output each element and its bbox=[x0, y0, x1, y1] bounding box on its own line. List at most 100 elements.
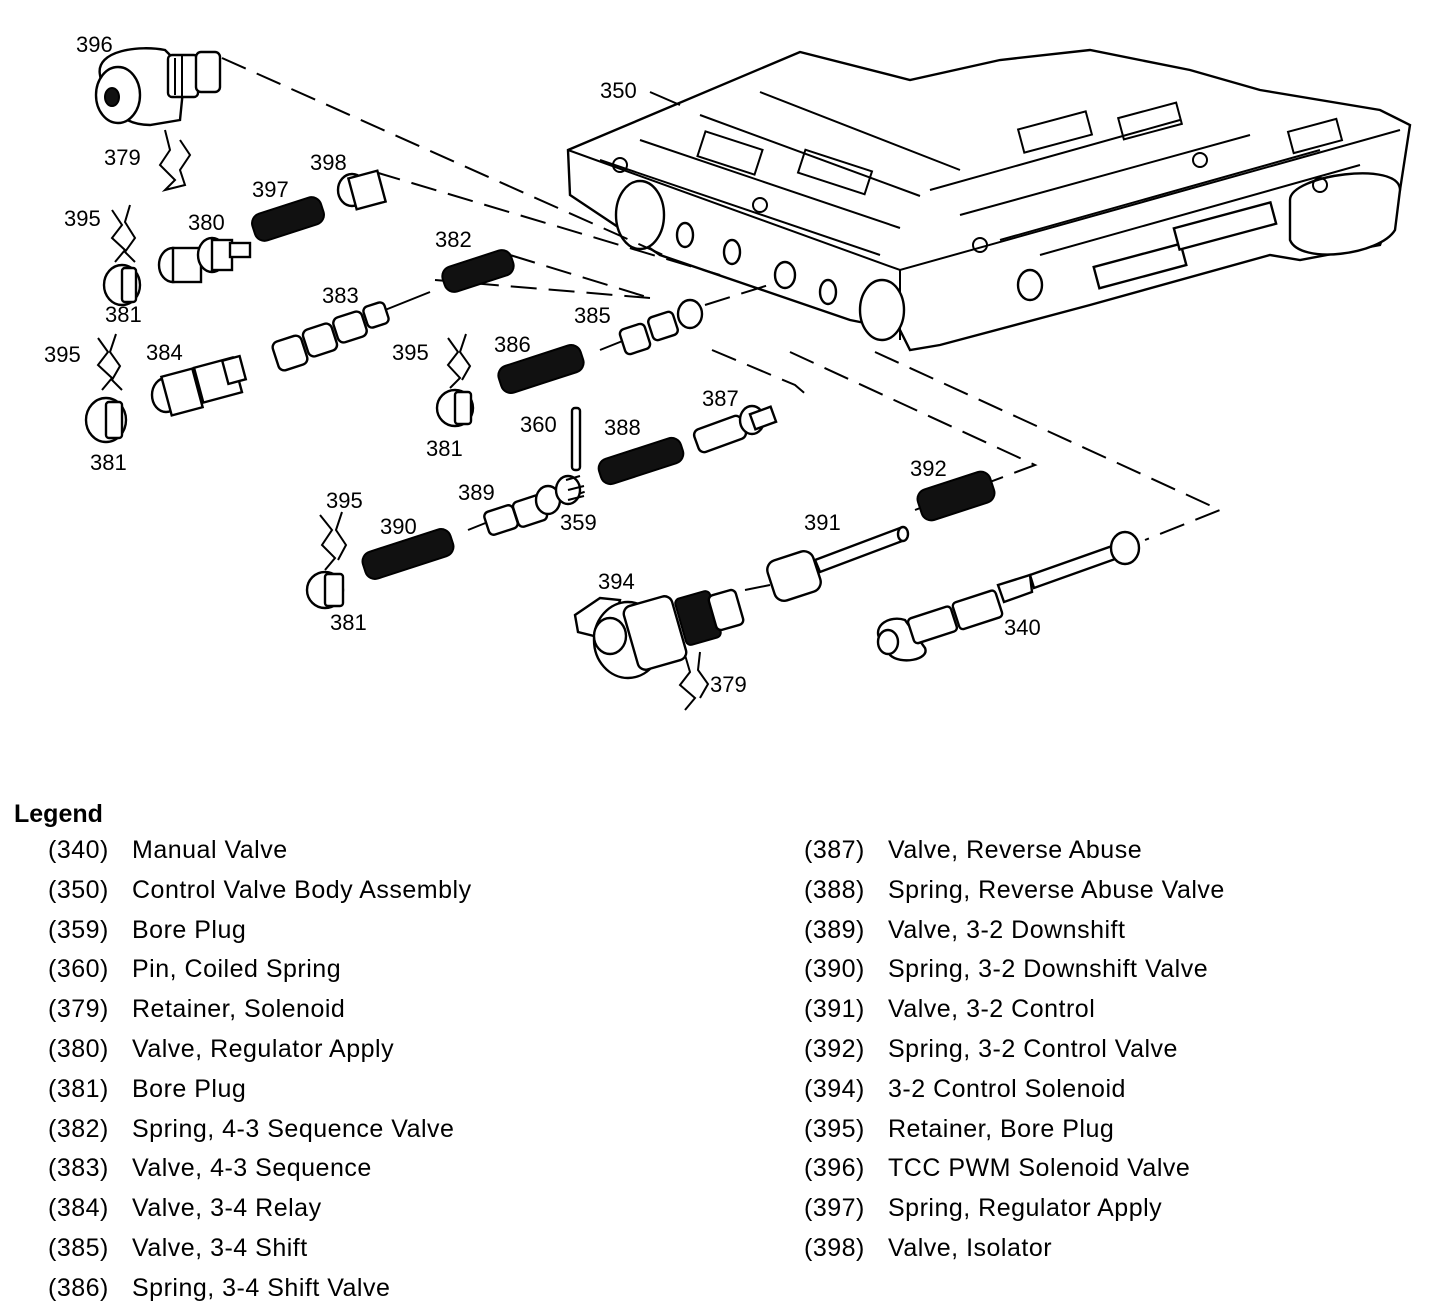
control-valve-spring-392 bbox=[916, 470, 996, 522]
legend-number: (389) bbox=[804, 915, 865, 944]
legend-label: Valve, Regulator Apply bbox=[132, 1034, 395, 1063]
callout-383: 383 bbox=[322, 283, 359, 308]
bore-plug-359 bbox=[554, 474, 585, 506]
legend-label: Valve, Reverse Abuse bbox=[888, 836, 1143, 864]
callout-381-d: 381 bbox=[330, 610, 367, 635]
legend-number: (388) bbox=[804, 875, 865, 904]
callout-340: 340 bbox=[1004, 615, 1041, 640]
legend-number: (382) bbox=[48, 1114, 109, 1143]
legend-row: (398) Valve, Isolator bbox=[804, 1232, 1225, 1272]
legend-number: (391) bbox=[804, 995, 865, 1024]
legend-label: Spring, 4-3 Sequence Valve bbox=[132, 1114, 455, 1143]
legend-number: (350) bbox=[48, 875, 109, 904]
legend-row: (360) Pin, Coiled Spring bbox=[48, 953, 472, 993]
callout-385: 385 bbox=[574, 303, 611, 328]
callout-389: 389 bbox=[458, 480, 495, 505]
callout-396: 396 bbox=[76, 32, 113, 57]
legend-column-left: (340) Manual Valve (350) Control Valve Bod… bbox=[48, 834, 472, 1312]
legend-row: (384)Valve, 3-4 Relay bbox=[48, 1192, 472, 1232]
callout-381-b: 381 bbox=[90, 450, 127, 475]
legend-number: (395) bbox=[804, 1114, 865, 1143]
legend-label: TCC PWM Solenoid Valve bbox=[888, 1154, 1191, 1183]
legend-label: Retainer, Solenoid bbox=[132, 995, 346, 1024]
legend-number: (387) bbox=[804, 836, 865, 864]
callout-388: 388 bbox=[604, 415, 641, 440]
legend-number: (398) bbox=[804, 1233, 865, 1262]
sequence-valve-spring-382 bbox=[441, 249, 515, 293]
callout-398: 398 bbox=[310, 150, 347, 175]
legend-row: (380) Valve, Regulator Apply bbox=[48, 1033, 472, 1073]
legend-row: (383) Valve, 4-3 Sequence bbox=[48, 1152, 472, 1192]
reverse-abuse-spring-388 bbox=[597, 436, 685, 486]
legend-number: (397) bbox=[804, 1194, 865, 1223]
callout-397: 397 bbox=[252, 177, 289, 202]
legend-label: Bore Plug bbox=[132, 1074, 247, 1103]
callout-387: 387 bbox=[702, 386, 739, 411]
callout-395-c: 395 bbox=[392, 340, 429, 365]
callout-360: 360 bbox=[520, 412, 557, 437]
legend-label: Valve, 4-3 Sequence bbox=[132, 1154, 372, 1183]
legend-number: (394) bbox=[804, 1074, 865, 1103]
legend-label: Control Valve Body Assembly bbox=[132, 875, 472, 904]
legend-row: (390)Spring, 3-2 Downshift Valve bbox=[804, 953, 1225, 993]
legend-label: Spring, Regulator Apply bbox=[888, 1194, 1163, 1223]
legend-number: (379) bbox=[48, 995, 109, 1024]
legend-label: Bore Plug bbox=[132, 915, 247, 944]
legend-row: (350) Control Valve Body Assembly bbox=[48, 874, 472, 914]
legend-label: Spring, 3-4 Shift Valve bbox=[132, 1273, 391, 1302]
legend-title: Legend bbox=[14, 800, 103, 828]
legend-row: (387) Valve, Reverse Abuse bbox=[804, 834, 1225, 874]
relay-valve-384 bbox=[150, 354, 248, 417]
callout-381-c: 381 bbox=[426, 436, 463, 461]
control-solenoid-394 bbox=[573, 588, 745, 680]
legend-number: (380) bbox=[48, 1034, 109, 1063]
legend-row: (397) Spring, Regulator Apply bbox=[804, 1192, 1225, 1232]
callout-392: 392 bbox=[910, 456, 947, 481]
callout-350: 350 bbox=[600, 78, 637, 103]
callout-394: 394 bbox=[598, 569, 635, 594]
legend-number: (383) bbox=[48, 1154, 109, 1183]
callout-380: 380 bbox=[188, 210, 225, 235]
legend-row: (386) Spring, 3-4 Shift Valve bbox=[48, 1272, 472, 1312]
legend-number: (386) bbox=[48, 1273, 109, 1302]
legend-number: (340) bbox=[48, 836, 109, 864]
legend-label: Retainer, Bore Plug bbox=[888, 1114, 1115, 1143]
legend-label: Spring, Reverse Abuse Valve bbox=[888, 875, 1225, 904]
legend-label: Valve, Isolator bbox=[888, 1233, 1053, 1262]
tcc-pwm-solenoid bbox=[94, 47, 222, 127]
legend-row: (391)Valve, 3-2 Control bbox=[804, 993, 1225, 1033]
legend-row: (381)Bore Plug bbox=[48, 1073, 472, 1113]
solenoid-retainer-lower bbox=[678, 651, 710, 711]
callout-395-a: 395 bbox=[64, 206, 101, 231]
legend-number: (384) bbox=[48, 1194, 109, 1223]
legend-number: (385) bbox=[48, 1233, 109, 1262]
legend-row: (385)Valve, 3-4 Shift bbox=[48, 1232, 472, 1272]
legend-label: Spring, 3-2 Control Valve bbox=[888, 1034, 1178, 1063]
solenoid-retainer-upper bbox=[158, 129, 192, 192]
legend-label: Pin, Coiled Spring bbox=[132, 955, 342, 984]
legend-label: Spring, 3-2 Downshift Valve bbox=[888, 955, 1209, 984]
legend-number: (359) bbox=[48, 915, 109, 944]
legend-number: (392) bbox=[804, 1034, 865, 1063]
legend-number: (396) bbox=[804, 1154, 865, 1183]
legend-row: (394) 3-2 Control Solenoid bbox=[804, 1073, 1225, 1113]
callout-381-a: 381 bbox=[105, 302, 142, 327]
manual-valve-340 bbox=[876, 530, 1141, 662]
legend-row: (389) Valve, 3-2 Downshift bbox=[804, 914, 1225, 954]
legend-row: (392) Spring, 3-2 Control Valve bbox=[804, 1033, 1225, 1073]
legend-label: Valve, 3-2 Downshift bbox=[888, 915, 1126, 944]
regulator-apply-valve-380 bbox=[157, 236, 252, 284]
legend: Legend (340) Manual Valve (350) Control Va… bbox=[14, 800, 1414, 1302]
shift-valve-spring-386 bbox=[497, 343, 585, 395]
callout-labels: 396 350 379 398 397 395 380 382 383 381 … bbox=[44, 32, 1041, 697]
regulator-apply-spring-397 bbox=[251, 196, 325, 242]
callout-382: 382 bbox=[435, 227, 472, 252]
legend-column-right: (387) Valve, Reverse Abuse (388) Spring, R… bbox=[804, 834, 1225, 1272]
legend-label: Manual Valve bbox=[132, 836, 288, 864]
downshift-valve-389 bbox=[467, 484, 562, 536]
callout-386: 386 bbox=[494, 332, 531, 357]
isolator-valve-398 bbox=[336, 169, 388, 211]
callout-384: 384 bbox=[146, 340, 183, 365]
legend-number: (360) bbox=[48, 955, 109, 984]
legend-label: 3-2 Control Solenoid bbox=[888, 1074, 1126, 1103]
